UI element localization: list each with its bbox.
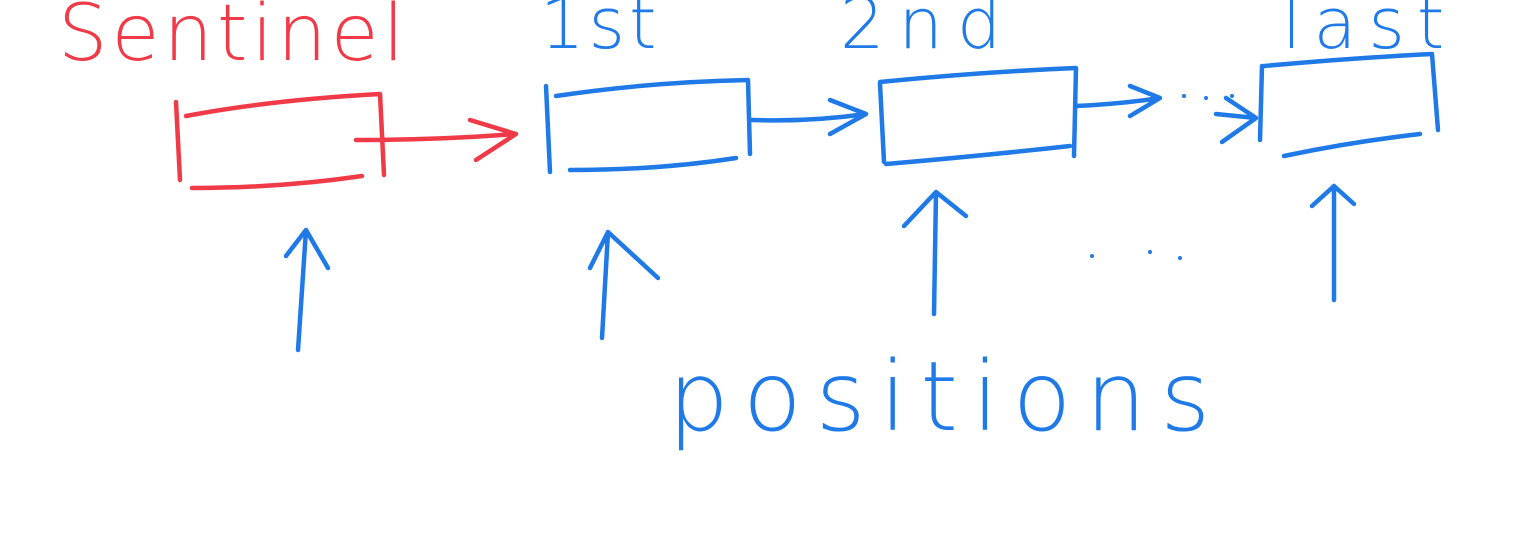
first-up-arrow bbox=[587, 229, 661, 341]
ellipsis-dot bbox=[1090, 254, 1094, 258]
sentinel-up-arrow bbox=[283, 227, 331, 353]
label-second: 2nd bbox=[840, 0, 1015, 65]
last-up-arrow bbox=[1309, 183, 1357, 303]
ellipsis-dot bbox=[1230, 94, 1234, 98]
arrow-ellipsis-to-last bbox=[1213, 95, 1259, 145]
ellipsis-dot bbox=[1148, 250, 1152, 254]
second-up-arrow bbox=[901, 189, 969, 317]
last-node bbox=[1257, 51, 1441, 159]
arrow-first-to-second bbox=[749, 97, 869, 137]
ellipsis-dot bbox=[1204, 96, 1208, 100]
first-node bbox=[543, 77, 753, 175]
arrow-sentinel-to-first bbox=[353, 117, 519, 163]
arrow-second-to-ellipsis bbox=[1073, 83, 1163, 119]
ellipsis-dot bbox=[1182, 94, 1186, 98]
ellipsis-dot bbox=[1178, 256, 1182, 260]
second-node bbox=[877, 65, 1079, 167]
label-first: 1st bbox=[540, 0, 660, 65]
label-sentinel: Sentinel bbox=[58, 0, 408, 79]
label-positions: positions bbox=[668, 341, 1224, 453]
sentinel-node bbox=[173, 91, 387, 191]
